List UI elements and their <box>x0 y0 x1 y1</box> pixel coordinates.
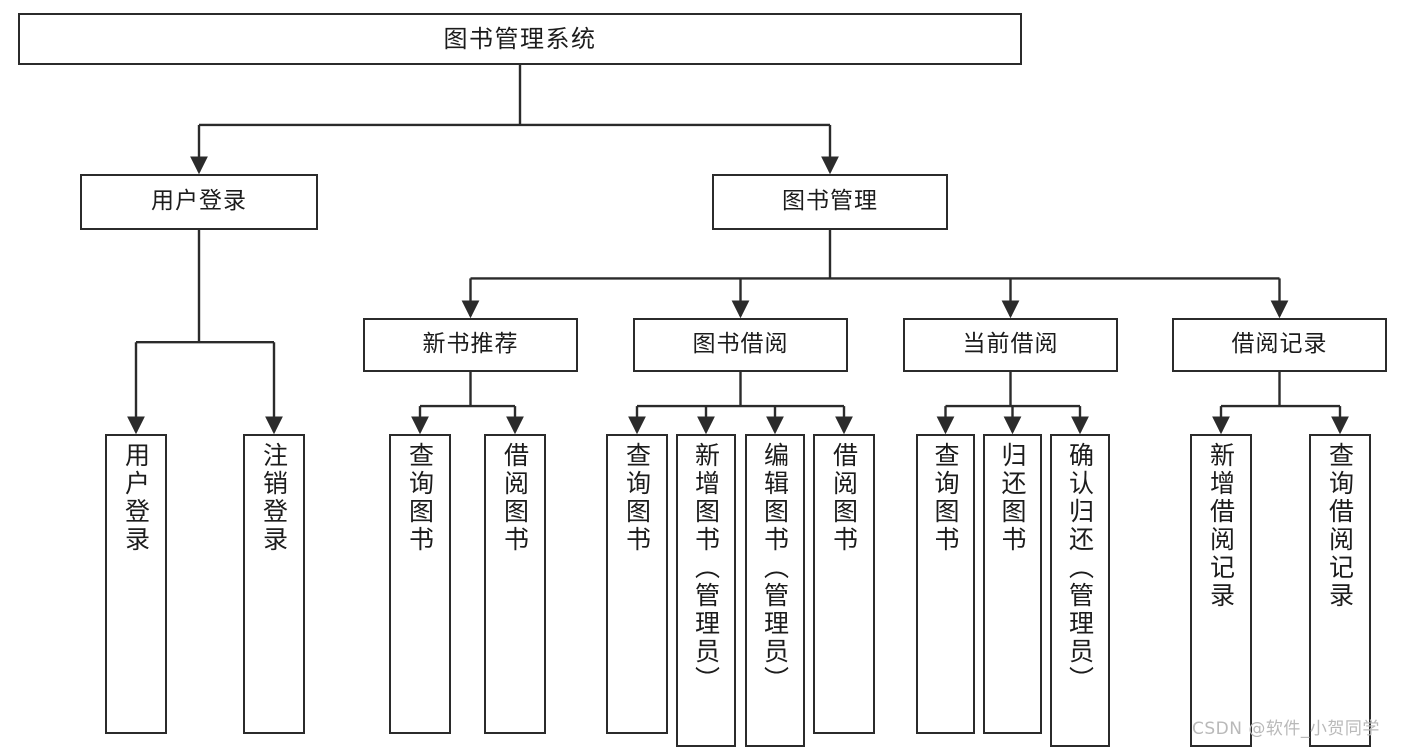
node-leaf-bor-2[interactable]: 新增图书（管理员） <box>676 434 736 747</box>
node-newbook[interactable]: 新书推荐 <box>363 318 578 372</box>
node-leaf-rec-1[interactable]: 新增借阅记录 <box>1190 434 1252 747</box>
node-label: 注销登录 <box>259 442 289 554</box>
node-label: 新增图书（管理员） <box>691 442 721 694</box>
node-label: 查询图书 <box>931 442 960 554</box>
node-label: 查询图书 <box>622 442 652 554</box>
node-root[interactable]: 图书管理系统 <box>18 13 1022 65</box>
node-current[interactable]: 当前借阅 <box>903 318 1118 372</box>
node-label: 查询借阅记录 <box>1325 442 1355 610</box>
node-leaf-bor-3[interactable]: 编辑图书（管理员） <box>745 434 805 747</box>
node-label: 新书推荐 <box>422 331 519 358</box>
node-label: 借阅图书 <box>829 442 859 554</box>
node-leaf-rec-2[interactable]: 查询借阅记录 <box>1309 434 1371 747</box>
node-leaf-cur-3[interactable]: 确认归还（管理员） <box>1050 434 1110 747</box>
node-records[interactable]: 借阅记录 <box>1172 318 1387 372</box>
node-label: 查询图书 <box>405 442 435 554</box>
node-leaf-new-1[interactable]: 查询图书 <box>389 434 451 734</box>
node-label: 编辑图书（管理员） <box>760 442 790 694</box>
node-label: 图书管理 <box>782 188 878 215</box>
node-label: 用户登录 <box>151 188 247 215</box>
node-label: 用户登录 <box>121 442 151 554</box>
node-label: 图书借阅 <box>692 331 789 358</box>
watermark: CSDN @软件_小贺同学 <box>1192 719 1380 739</box>
node-leaf-cur-2[interactable]: 归还图书 <box>983 434 1042 734</box>
node-leaf-bor-4[interactable]: 借阅图书 <box>813 434 875 734</box>
node-leaf-new-2[interactable]: 借阅图书 <box>484 434 546 734</box>
node-leaf-bor-1[interactable]: 查询图书 <box>606 434 668 734</box>
node-label: 新增借阅记录 <box>1206 442 1236 610</box>
node-bookmgmt[interactable]: 图书管理 <box>712 174 948 230</box>
node-label: 图书管理系统 <box>443 24 597 53</box>
node-label: 当前借阅 <box>962 331 1059 358</box>
node-label: 确认归还（管理员） <box>1065 442 1095 694</box>
node-label: 归还图书 <box>998 442 1027 554</box>
node-leaf-login-2[interactable]: 注销登录 <box>243 434 305 734</box>
node-borrow[interactable]: 图书借阅 <box>633 318 848 372</box>
node-login[interactable]: 用户登录 <box>80 174 318 230</box>
node-leaf-login-1[interactable]: 用户登录 <box>105 434 167 734</box>
node-label: 借阅图书 <box>500 442 530 554</box>
node-label: 借阅记录 <box>1231 331 1328 358</box>
node-leaf-cur-1[interactable]: 查询图书 <box>916 434 975 734</box>
